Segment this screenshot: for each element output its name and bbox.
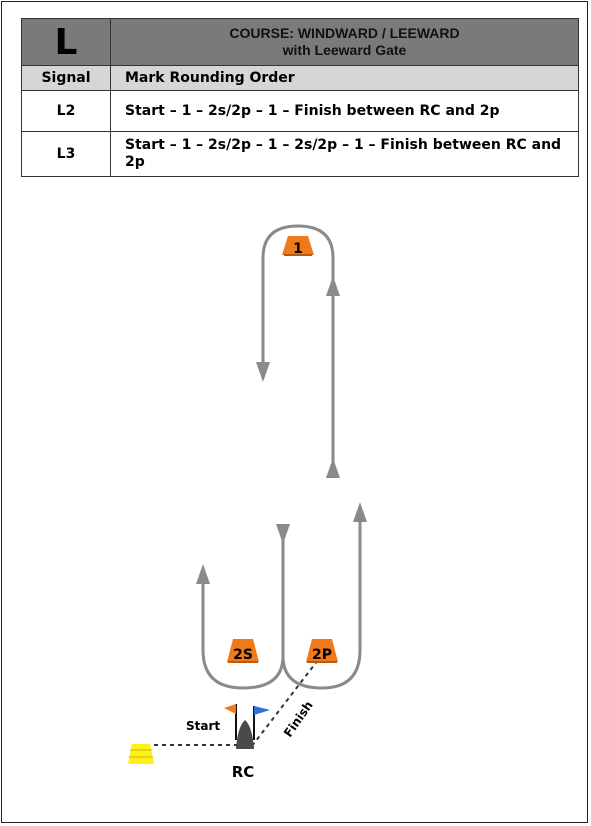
mark-1-buoy: 1	[282, 236, 314, 257]
course-title-line1: COURSE: WINDWARD / LEEWARD	[229, 25, 460, 41]
arrow-down-icon	[276, 524, 290, 544]
mark-2p-buoy: 2P	[306, 639, 338, 663]
mark-2s-buoy: 2S	[227, 639, 259, 663]
finish-flag-icon	[254, 706, 270, 715]
course-title: COURSE: WINDWARD / LEEWARD with Leeward …	[110, 18, 579, 66]
course-title-line2: with Leeward Gate	[282, 42, 407, 58]
gate-loop-path	[201, 532, 285, 690]
mark-1-label: 1	[293, 241, 303, 257]
sequence-cell: Start – 1 – 2s/2p – 1 – 2s/2p – 1 – Fini…	[110, 131, 579, 177]
start-pin-buoy	[128, 744, 154, 764]
table-row: L3 Start – 1 – 2s/2p – 1 – 2s/2p – 1 – F…	[21, 131, 579, 177]
course-table: L COURSE: WINDWARD / LEEWARD with Leewar…	[21, 18, 579, 177]
start-flag-icon	[224, 704, 236, 714]
arrow-up-icon	[326, 276, 340, 296]
sequence-cell: Start – 1 – 2s/2p – 1 – Finish between R…	[110, 90, 579, 132]
arrow-up-icon	[353, 502, 367, 522]
signal-cell: L2	[21, 90, 111, 132]
column-header-row: Signal Mark Rounding Order	[21, 65, 579, 91]
mark-2p-label: 2P	[312, 647, 332, 663]
table-row: L2 Start – 1 – 2s/2p – 1 – Finish betwee…	[21, 90, 579, 132]
arrow-up-icon	[196, 564, 210, 584]
committee-boat	[224, 704, 270, 749]
column-header-order: Mark Rounding Order	[110, 65, 579, 91]
arrow-up-icon	[326, 458, 340, 478]
finish-label: Finish	[281, 698, 316, 739]
signal-cell: L3	[21, 131, 111, 177]
arrow-down-icon	[256, 362, 270, 382]
upwind-downwind-loop-path	[261, 224, 335, 368]
finish-line	[251, 659, 319, 747]
course-header-row: L COURSE: WINDWARD / LEEWARD with Leewar…	[21, 18, 579, 66]
rc-label: RC	[232, 763, 255, 781]
mark-2s-label: 2S	[233, 647, 253, 663]
start-label: Start	[186, 719, 220, 733]
finish-loop-path	[281, 516, 362, 690]
